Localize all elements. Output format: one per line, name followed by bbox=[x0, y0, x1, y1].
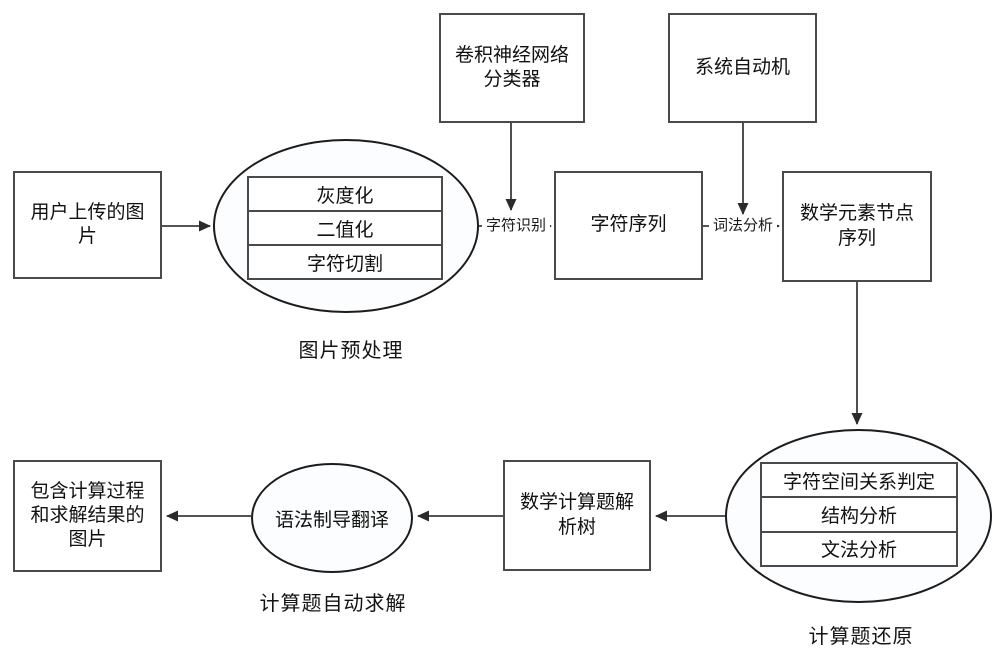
node-user-uploaded-image-label: 用户上传的图片 bbox=[30, 201, 145, 247]
node-syntax-directed-translation: 语法制导翻译 bbox=[251, 463, 413, 573]
caption-image-preprocessing: 图片预处理 bbox=[298, 340, 404, 362]
caption-problem-restoration: 计算题还原 bbox=[808, 626, 914, 648]
preprocess-steps: 灰度化 二值化 字符切割 bbox=[247, 176, 443, 280]
node-result-image-label: 包含计算过程和求解结果的图片 bbox=[30, 480, 145, 551]
caption-auto-solving: 计算题自动求解 bbox=[259, 593, 407, 615]
restore-steps: 字符空间关系判定 结构分析 文法分析 bbox=[760, 462, 958, 567]
node-math-problem-parse-tree: 数学计算题解析树 bbox=[503, 460, 651, 571]
node-cnn-classifier-label: 卷积神经网络分类器 bbox=[454, 44, 569, 90]
node-system-automaton-label: 系统自动机 bbox=[694, 56, 790, 78]
node-user-uploaded-image: 用户上传的图片 bbox=[13, 171, 162, 279]
node-system-automaton: 系统自动机 bbox=[668, 13, 817, 123]
edge-label-lexical-analysis: 词法分析 bbox=[709, 215, 777, 237]
node-result-image: 包含计算过程和求解结果的图片 bbox=[13, 460, 162, 572]
preprocess-step-binarize: 二值化 bbox=[249, 210, 441, 244]
node-math-element-node-sequence-label: 数学元素节点序列 bbox=[799, 203, 914, 249]
restore-step-spatial-relation: 字符空间关系判定 bbox=[762, 464, 956, 497]
restore-step-structure-analysis: 结构分析 bbox=[762, 496, 956, 531]
node-syntax-directed-translation-label: 语法制导翻译 bbox=[274, 509, 389, 531]
node-cnn-classifier: 卷积神经网络分类器 bbox=[439, 13, 585, 123]
preprocess-step-grayscale: 灰度化 bbox=[249, 178, 441, 210]
node-character-sequence: 字符序列 bbox=[554, 171, 703, 280]
node-character-sequence-label: 字符序列 bbox=[590, 214, 667, 236]
node-math-problem-parse-tree-label: 数学计算题解析树 bbox=[519, 492, 634, 538]
restore-step-grammar-analysis: 文法分析 bbox=[762, 530, 956, 565]
edge-label-character-recognition: 字符识别 bbox=[482, 215, 550, 237]
node-math-element-node-sequence: 数学元素节点序列 bbox=[782, 171, 932, 282]
preprocess-step-char-segmentation: 字符切割 bbox=[249, 244, 441, 278]
